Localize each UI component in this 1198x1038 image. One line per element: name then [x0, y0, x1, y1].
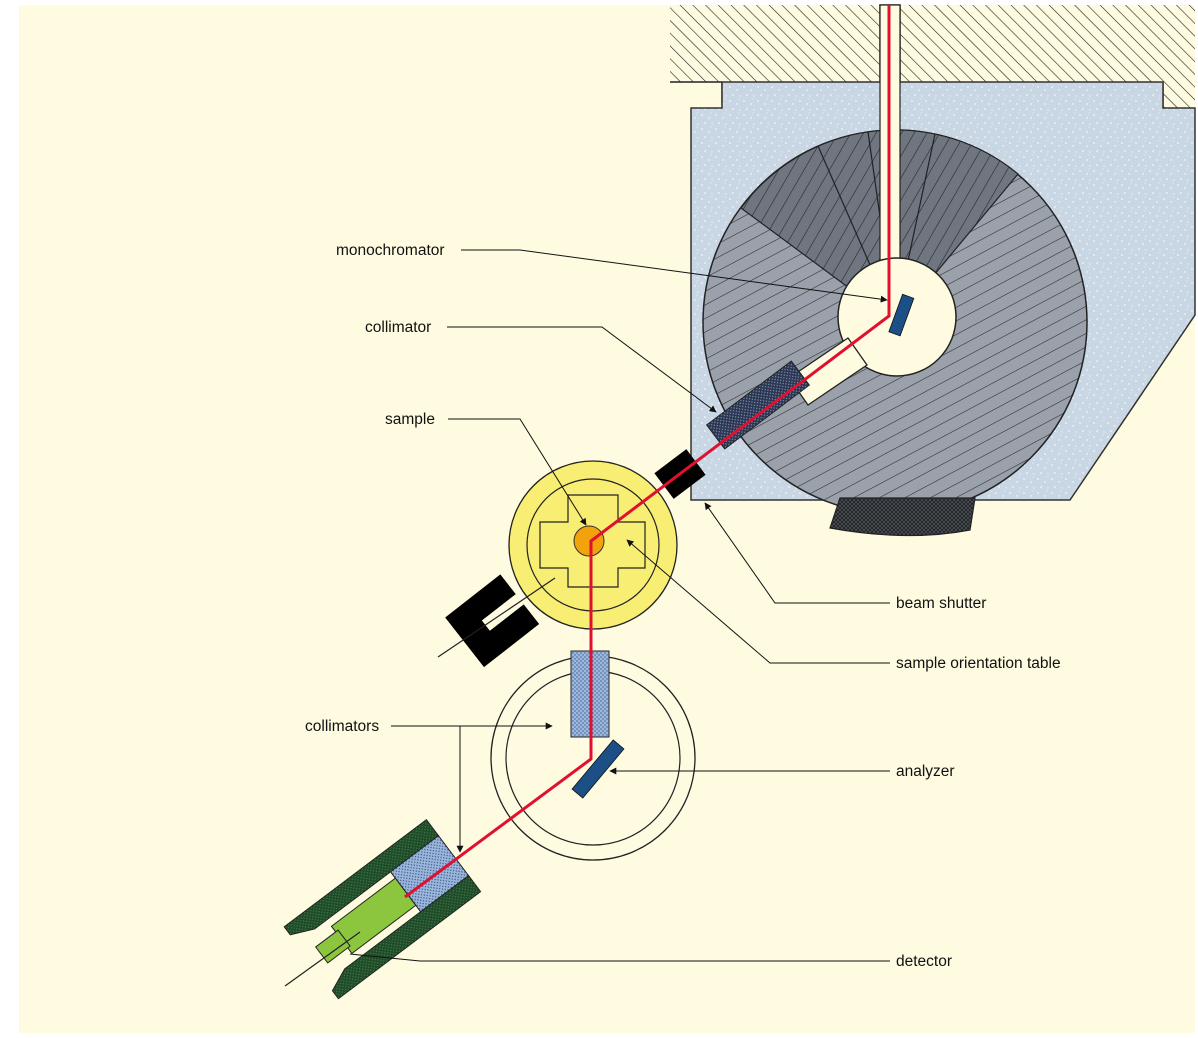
- label-beam-shutter: beam shutter: [896, 595, 986, 612]
- drum-base: [829, 497, 976, 537]
- analyzer-crystal: [571, 739, 625, 799]
- label-collimators: collimators: [305, 718, 379, 735]
- primary-collimator: [705, 360, 811, 450]
- leader-beam-shutter: [704, 502, 890, 604]
- detector-tip: [314, 929, 351, 964]
- label-monochromator: monochromator: [336, 242, 445, 259]
- beam-stop: [445, 574, 540, 668]
- leader-collimator: [447, 326, 717, 413]
- label-detector: detector: [896, 953, 952, 970]
- leader-sample-orientation-table: [626, 539, 890, 664]
- sample: [573, 525, 605, 557]
- detector-shield-upper: [283, 819, 440, 936]
- leader-monochromator: [461, 249, 888, 303]
- label-analyzer: analyzer: [896, 763, 955, 780]
- neutron-beam: [404, 5, 891, 899]
- exit-channel: [788, 337, 868, 406]
- leader-sample: [448, 418, 587, 526]
- label-collimator: collimator: [365, 319, 431, 336]
- monochromator-crystal: [888, 293, 915, 337]
- leader-detector: [349, 953, 890, 962]
- detector-shield-lower: [331, 874, 482, 1000]
- label-sample-orientation-table: sample orientation table: [896, 655, 1061, 672]
- label-sample: sample: [385, 411, 435, 428]
